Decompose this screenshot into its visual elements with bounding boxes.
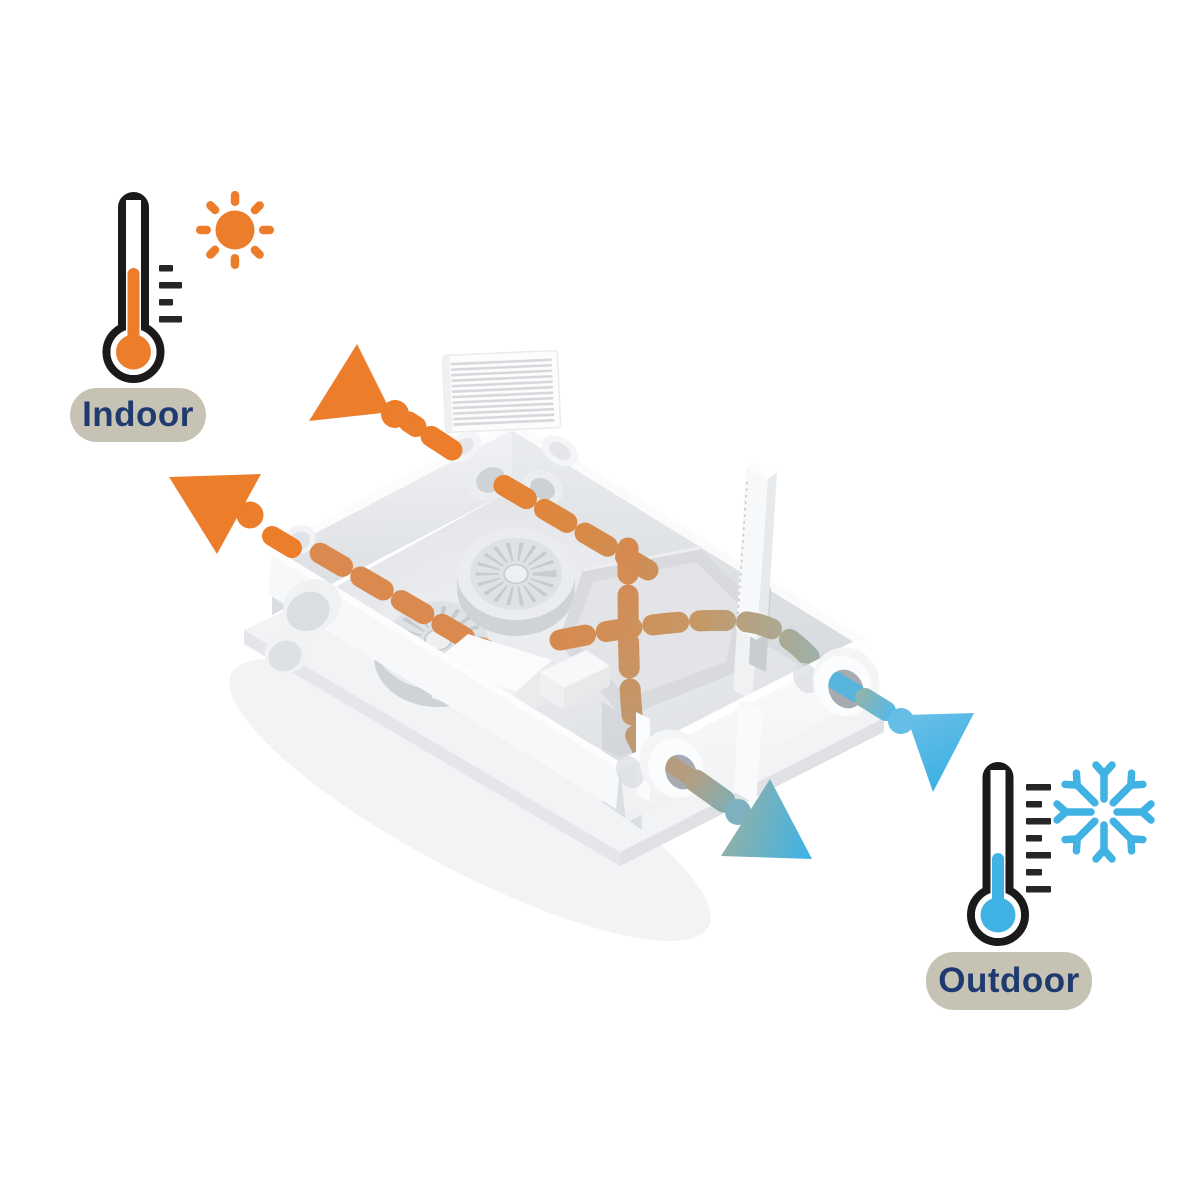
scale-ticks-warm bbox=[159, 265, 182, 323]
filter-panel bbox=[733, 461, 777, 700]
grille-slats bbox=[450, 358, 555, 426]
indoor-label: Indoor bbox=[82, 395, 194, 434]
warm-arrow-left-knob bbox=[236, 501, 264, 529]
warm-dash-top-outside bbox=[398, 411, 463, 461]
wall-front-left bbox=[264, 525, 620, 809]
duct-stub-back-right bbox=[541, 435, 579, 467]
filter-panel-fin bbox=[734, 698, 763, 804]
cold-arrow-right-head bbox=[906, 713, 974, 792]
indoor-badge: Indoor bbox=[70, 388, 206, 442]
port-shadow-right bbox=[793, 662, 819, 694]
thermometer-cold-icon bbox=[967, 762, 1051, 946]
cold-arrow-bottom-head bbox=[721, 779, 812, 859]
ground-shadow bbox=[229, 658, 711, 942]
sun-icon bbox=[196, 191, 274, 269]
port-shadow-left bbox=[616, 755, 644, 789]
outdoor-badge: Outdoor bbox=[926, 952, 1092, 1010]
mercury-warm bbox=[127, 268, 140, 346]
cold-dash-bottom bbox=[684, 769, 736, 813]
warm-arrow-top-head bbox=[309, 344, 391, 421]
cold-arrow-right bbox=[855, 688, 974, 792]
thermometer-warm-icon bbox=[102, 192, 182, 383]
warm-flow-vertical bbox=[617, 537, 658, 769]
duct-stub-left-main bbox=[282, 579, 342, 633]
vent-grille bbox=[441, 349, 562, 434]
warm-flow-horizontal bbox=[549, 609, 827, 675]
warm-dash-left-outside bbox=[262, 526, 302, 558]
outdoor-label: Outdoor bbox=[938, 961, 1080, 1000]
warm-arrow-left-head bbox=[169, 474, 261, 554]
fan-right bbox=[457, 527, 575, 636]
scale-ticks-cold bbox=[1026, 784, 1051, 893]
cold-arrow-right-knob bbox=[888, 708, 914, 734]
warm-arrow-top bbox=[309, 344, 463, 461]
warm-arrow-left bbox=[169, 474, 302, 558]
cold-arrow-bottom-knob bbox=[725, 799, 751, 825]
duct-stub-left-lower bbox=[264, 629, 312, 673]
cold-arrow-bottom bbox=[684, 769, 812, 859]
cold-dash-right bbox=[855, 688, 896, 721]
snowflake-icon bbox=[1053, 761, 1155, 863]
